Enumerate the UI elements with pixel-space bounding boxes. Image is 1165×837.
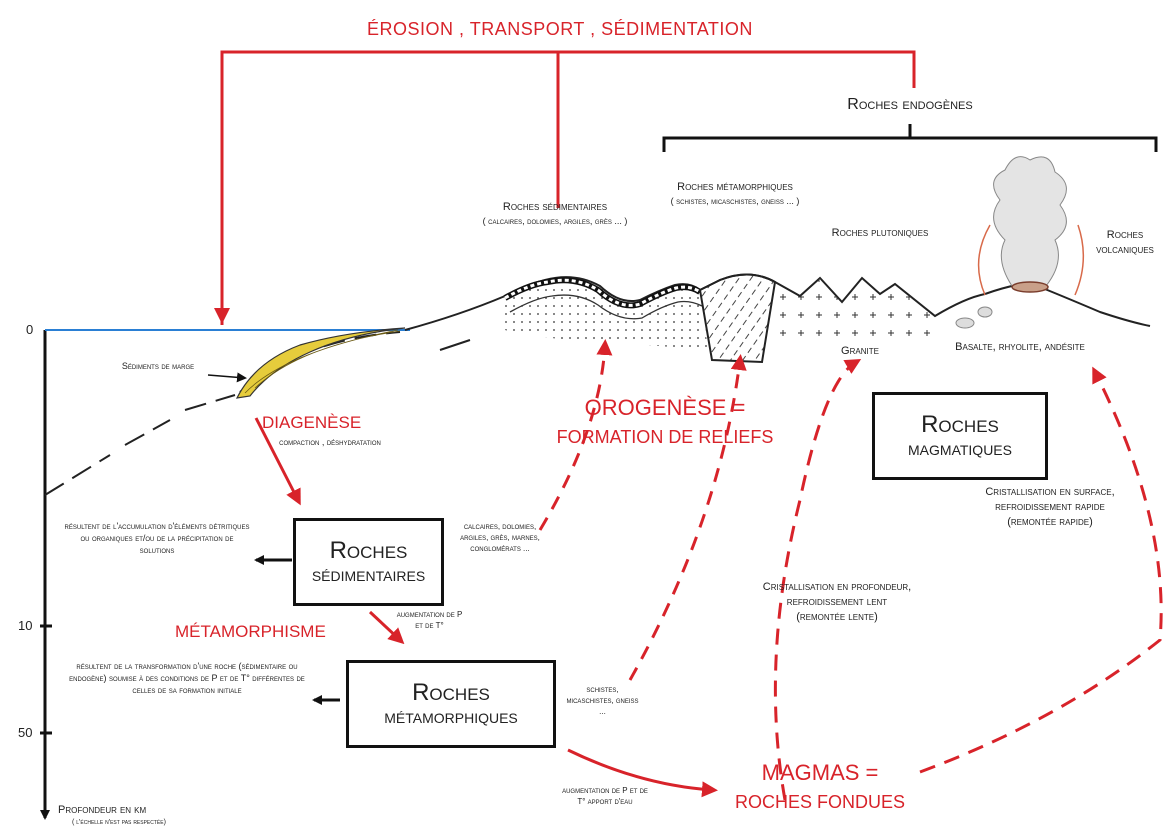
margin-sediments (235, 327, 406, 399)
box-sedimentary-line1: Roches (329, 536, 408, 564)
meta-landscape-label: Roches métamorphiques ( schistes, micasc… (655, 180, 815, 207)
endogenous-label: Roches endogènes (847, 96, 973, 113)
box-metamorphic-rocks: Roches métamorphiques (346, 660, 556, 748)
depth-tick-50: 50 (18, 725, 33, 740)
depth-axis (40, 330, 52, 820)
meta-origin-note: résultent de la transformation d'une roc… (69, 661, 305, 696)
box-magmatic-rocks: Roches magmatiques (872, 392, 1048, 480)
box-magmatic-line1: Roches (921, 410, 999, 438)
sed-landscape-examples: ( calcaires, dolomies, argiles, grès ...… (482, 215, 628, 226)
orogenesis-line2: FORMATION DE RELIEFS (556, 427, 774, 447)
margin-pointer (207, 372, 247, 383)
box-sedimentary-line2: sédimentaires (311, 564, 426, 587)
erosion-bracket (214, 50, 916, 325)
depth-tick-0: 0 (26, 322, 34, 337)
metamorphism-arrow (368, 610, 405, 645)
metamorphism-detail: augmentation de P et de T° (396, 610, 463, 630)
sed-landscape-label: Roches sédimentaires ( calcaires, dolomi… (480, 200, 630, 227)
fusion-detail: augmentation de P et de T° apport d'eau (562, 786, 648, 806)
volcanic-examples: Basalte, rhyolite, andésite (955, 341, 1085, 353)
pluto-landscape-label: Roches plutoniques (830, 226, 930, 241)
plutonic-block (770, 278, 935, 345)
sed-landscape-title: Roches sédimentaires (502, 201, 608, 213)
fusion-arrow (567, 748, 718, 798)
magmas-line1: MAGMAS = (761, 760, 879, 785)
plutonic-rise-arrow (773, 358, 862, 801)
sed-origin-note: résultent de l'accumulation d'éléments d… (64, 521, 250, 556)
volcanic-landscape-label: Roches volcaniques (1085, 228, 1165, 258)
granite-label: Granite (841, 345, 879, 357)
meta-landscape-examples: ( schistes, micaschistes, gneiss ... ) (670, 195, 800, 206)
magmas-line2: ROCHES FONDUES (734, 792, 905, 812)
box-sedimentary-rocks: Roches sédimentaires (293, 518, 444, 606)
orogenesis-label: OROGENÈSE = FORMATION DE RELIEFS (540, 395, 790, 448)
diagenesis-arrow (254, 417, 301, 506)
side-pointers (254, 555, 340, 705)
metamorphism-title: MÉTAMORPHISME (175, 622, 326, 641)
deep-crystallisation-note: Cristallisation en profondeur, refroidis… (762, 581, 912, 623)
top-process-label: ÉROSION , TRANSPORT , SÉDIMENTATION (367, 19, 753, 39)
box-metamorphic-line1: Roches (412, 678, 490, 706)
depth-axis-label: Profondeur en km (58, 804, 147, 816)
diagenesis-detail: compaction , déshydratation (279, 437, 381, 447)
meta-examples-note: schistes, micaschistes, gneiss ... (566, 685, 639, 716)
metamorphic-block (698, 273, 777, 364)
sea-floor (44, 331, 401, 496)
surface-crystallisation-note: Cristallisation en surface, refroidissem… (985, 486, 1115, 528)
box-magmatic-line2: magmatiques (908, 438, 1012, 461)
diagenesis-title: DIAGENÈSE (262, 413, 362, 432)
volcano (955, 156, 1085, 329)
orogenesis-line1: OROGENÈSE = (584, 395, 746, 420)
pluto-landscape-title: Roches plutoniques (831, 227, 929, 239)
meta-landscape-title: Roches métamorphiques (677, 181, 793, 193)
orogenesis-arrow-2 (628, 354, 747, 681)
process-arrows (254, 339, 1163, 801)
endogenous-bracket (662, 124, 1158, 152)
sed-examples-note: calcaires, dolomies, argiles, grès, marn… (460, 522, 540, 553)
orogenesis-arrow-1 (538, 339, 613, 531)
volcanic-landscape-title: Roches volcaniques (1096, 229, 1154, 256)
depth-axis-note: ( l'échelle n'est pas respectée) (72, 819, 166, 826)
magmas-label: MAGMAS = ROCHES FONDUES (715, 760, 925, 813)
margin-label: Sédiments de marge (121, 361, 195, 371)
volcanic-rise-arrow (919, 366, 1163, 774)
depth-tick-10: 10 (18, 618, 33, 633)
box-metamorphic-line2: métamorphiques (384, 706, 518, 729)
